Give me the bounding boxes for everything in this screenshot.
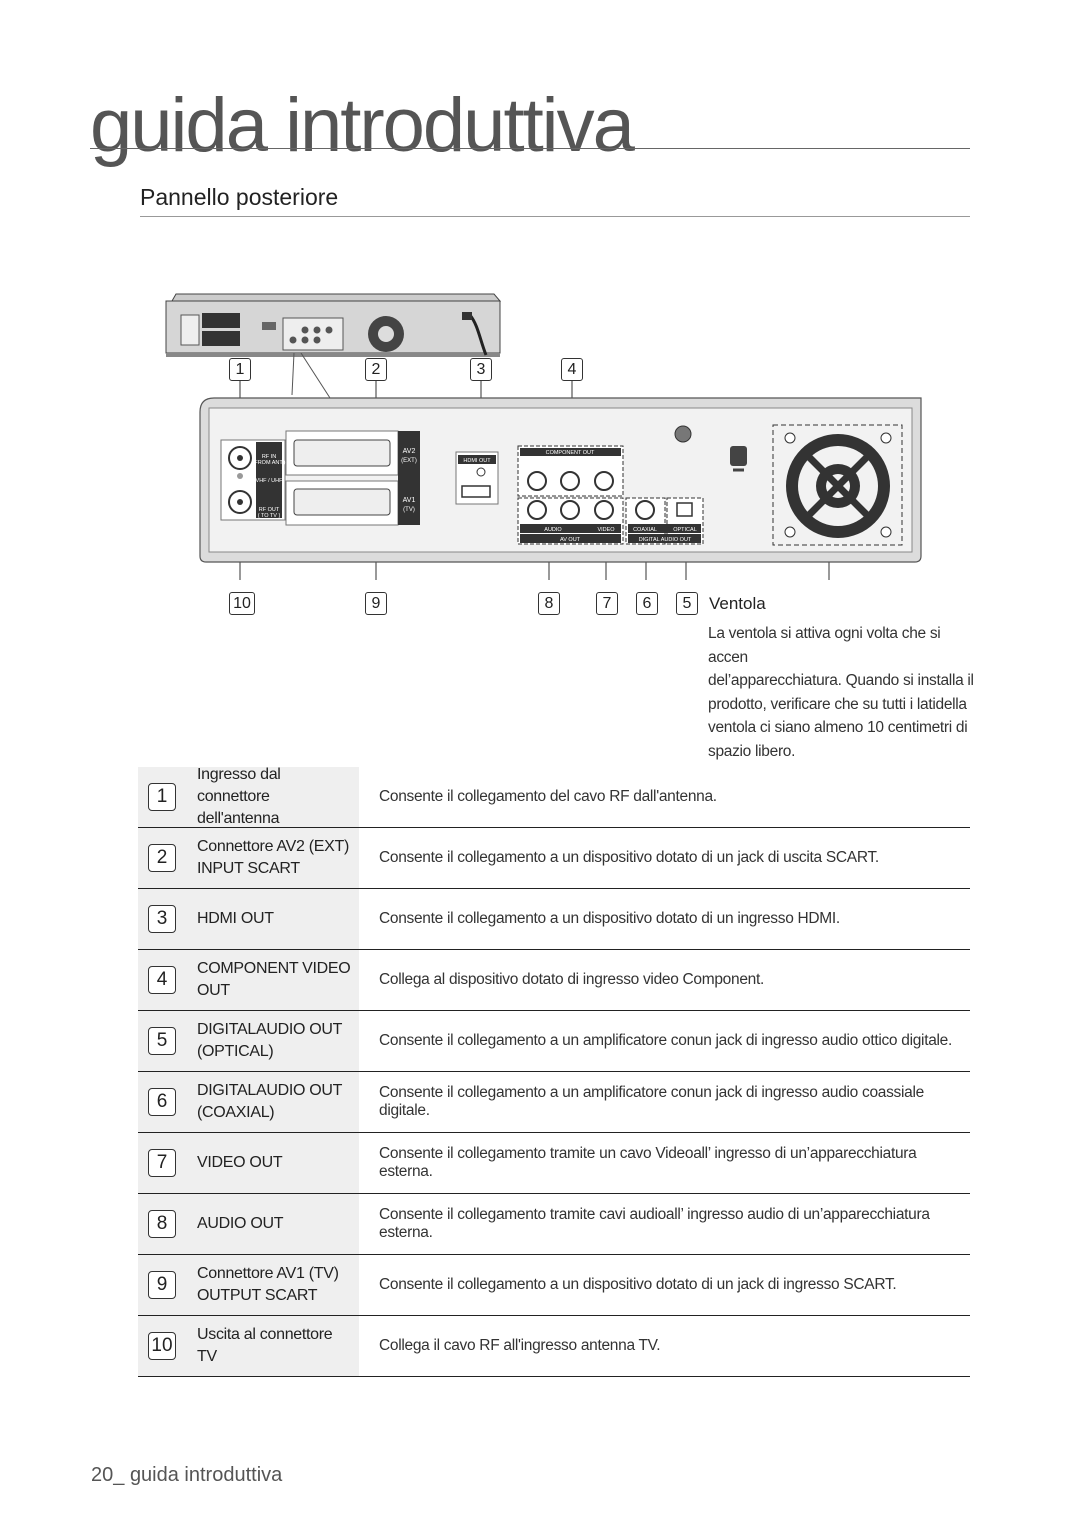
row-number: 1	[148, 783, 176, 811]
row-name: Connettore AV1 (TV) OUTPUT SCART	[197, 1265, 339, 1304]
row-description: Consente il collegamento a un amplificat…	[359, 1071, 970, 1133]
device-overview	[165, 293, 502, 399]
table-row: 10 Uscita al connettore TV Collega il cavo…	[138, 1315, 970, 1377]
callout-9: 9	[365, 592, 387, 615]
row-label-cell: 1 Ingresso dal connettore dell'antenna	[138, 766, 359, 828]
row-number: 3	[148, 905, 176, 933]
callout-3: 3	[470, 358, 492, 381]
callout-6: 6	[636, 592, 658, 615]
section-rule	[140, 216, 970, 217]
rear-panel-diagram: RF IN (FROM ANT.) VHF / UHF RF OUT ( TO …	[165, 293, 922, 580]
row-description: Consente il collegamento a un dispositiv…	[359, 1254, 970, 1316]
page-footer: 20_ guida introduttiva	[91, 1464, 282, 1487]
row-number: 5	[148, 1027, 176, 1055]
row-description: Consente il collegamento del cavo RF dal…	[359, 767, 970, 828]
row-description: Consente il collegamento tramite cavi au…	[359, 1193, 970, 1255]
row-label-cell: 5 DIGITALAUDIO OUT (OPTICAL)	[138, 1010, 359, 1072]
row-name: VIDEO OUT	[197, 1154, 283, 1171]
callout-1: 1	[229, 358, 251, 381]
av2-sub-label: (EXT)	[401, 458, 417, 464]
row-number: 2	[148, 844, 176, 872]
row-label-cell: 6 DIGITALAUDIO OUT (COAXIAL)	[138, 1071, 359, 1133]
row-name: HDMI OUT	[197, 910, 274, 927]
row-name: Uscita al connettore TV	[197, 1326, 333, 1365]
row-description: Consente il collegamento a un dispositiv…	[359, 827, 970, 889]
table-row: 5 DIGITALAUDIO OUT (OPTICAL) Consente il c…	[138, 1010, 970, 1072]
row-name: AUDIO OUT	[197, 1215, 284, 1232]
panel-detail	[199, 397, 922, 563]
digital-audio-out-label: DIGITAL AUDIO OUT	[639, 537, 692, 543]
av1-sub-label: (TV)	[403, 507, 415, 513]
row-label-cell: 10 Uscita al connettore TV	[138, 1315, 359, 1377]
table-row: 6 DIGITALAUDIO OUT (COAXIAL) Consente il c…	[138, 1071, 970, 1133]
callout-4: 4	[561, 358, 583, 381]
ventola-label: Ventola	[709, 594, 766, 613]
vhf-label: VHF / UHF	[256, 478, 284, 484]
rf-out-label: RF OUT	[259, 507, 280, 513]
page-number: 20_	[91, 1464, 125, 1486]
audio-label: AUDIO	[544, 527, 562, 533]
row-name: DIGITALAUDIO OUT (COAXIAL)	[197, 1082, 343, 1121]
video-label: VIDEO	[597, 527, 615, 533]
callout-2: 2	[365, 358, 387, 381]
chapter-rule	[90, 148, 970, 149]
row-name: COMPONENT VIDEO OUT	[197, 960, 351, 999]
av2-label: AV2	[403, 448, 416, 455]
coaxial-label: COAXIAL	[633, 527, 657, 533]
row-description: Collega il cavo RF all'ingresso antenna …	[359, 1315, 970, 1377]
row-number: 9	[148, 1271, 176, 1299]
callout-8: 8	[538, 592, 560, 615]
hdmi-out-label: HDMI OUT	[463, 458, 491, 464]
component-out-label: COMPONENT OUT	[546, 450, 595, 456]
row-label-cell: 4 COMPONENT VIDEO OUT	[138, 949, 359, 1011]
row-description: Collega al dispositivo dotato di ingress…	[359, 949, 970, 1011]
row-number: 8	[148, 1210, 176, 1238]
row-label-cell: 9 Connettore AV1 (TV) OUTPUT SCART	[138, 1254, 359, 1316]
row-name: Connettore AV2 (EXT) INPUT SCART	[197, 838, 350, 877]
row-description: Consente il collegamento a un amplificat…	[359, 1010, 970, 1072]
row-description: Consente il collegamento tramite un cavo…	[359, 1132, 970, 1194]
row-label-cell: 7 VIDEO OUT	[138, 1132, 359, 1194]
row-name: DIGITALAUDIO OUT (OPTICAL)	[197, 1021, 343, 1060]
row-name: Ingresso dal connettore dell'antenna	[197, 766, 281, 827]
footer-text: guida introduttiva	[129, 1464, 283, 1486]
row-number: 7	[148, 1149, 176, 1177]
rf-out-sub-label: ( TO TV )	[258, 513, 281, 519]
callout-10: 10	[229, 592, 255, 615]
av-out-label: AV OUT	[560, 537, 581, 543]
callout-5: 5	[676, 592, 698, 615]
optical-label: OPTICAL	[673, 527, 697, 533]
row-number: 4	[148, 966, 176, 994]
rf-in-label: RF IN	[262, 454, 276, 460]
table-row: 7 VIDEO OUT Consente il collegamento trami…	[138, 1132, 970, 1194]
row-label-cell: 8 AUDIO OUT	[138, 1193, 359, 1255]
row-number: 10	[148, 1332, 176, 1360]
chapter-title: guida introduttiva	[90, 83, 635, 168]
rf-in-sub-label: (FROM ANT.)	[253, 460, 286, 466]
table-row: 8 AUDIO OUT Consente il collegamento trami…	[138, 1193, 970, 1255]
table-row: 9 Connettore AV1 (TV) OUTPUT SCART Consent…	[138, 1254, 970, 1316]
table-row: 3 HDMI OUT Consente il collegamento a un d…	[138, 888, 970, 950]
row-number: 6	[148, 1088, 176, 1116]
callout-7: 7	[596, 592, 618, 615]
ventola-description: La ventola si attiva ogni volta che si a…	[708, 625, 974, 760]
table-row: 1 Ingresso dal connettore dell'antenna Con…	[138, 766, 970, 828]
av1-label: AV1	[403, 497, 416, 504]
row-description: Consente il collegamento a un dispositiv…	[359, 888, 970, 950]
section-title: Pannello posteriore	[140, 184, 339, 210]
row-label-cell: 2 Connettore AV2 (EXT) INPUT SCART	[138, 827, 359, 889]
row-label-cell: 3 HDMI OUT	[138, 888, 359, 950]
